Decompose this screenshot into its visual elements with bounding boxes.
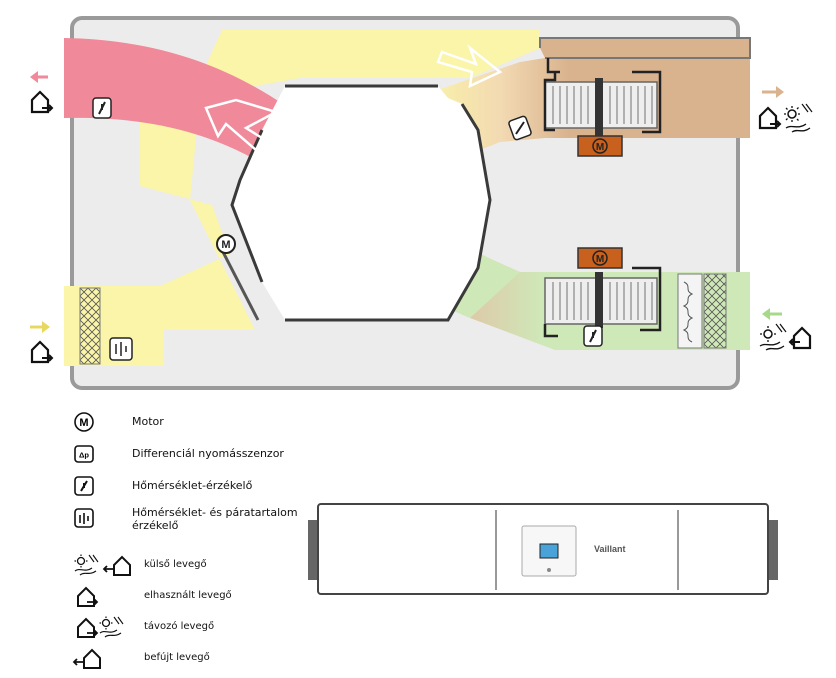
legend-item-outdoor-air: külső levegő	[72, 553, 207, 579]
device-front-view: Vaillant	[308, 503, 778, 595]
sun-wind-icon	[74, 554, 99, 576]
outdoor-filter	[703, 273, 727, 349]
heat-exchanger	[232, 86, 490, 320]
legend-label-outdoor-air: külső levegő	[144, 559, 207, 570]
extract-air-arrow-icon	[30, 71, 48, 83]
exhaust-house-icon	[758, 106, 782, 130]
sun-wind-icon	[99, 616, 124, 638]
brand-logo: Vaillant	[594, 544, 626, 554]
legend-label-temp-humidity: Hőmérséklet- és páratartalom érzékelő	[132, 506, 298, 532]
supply-air-arrow-icon	[30, 321, 50, 333]
legend-item-temperature: Hőmérséklet-érzékelő	[72, 474, 252, 500]
legend-item-pressure: Δp Differenciál nyomásszenzor	[72, 442, 284, 468]
legend-label-motor: Motor	[132, 415, 164, 428]
house-icon	[72, 646, 144, 672]
thermometer-icon	[72, 474, 132, 500]
supply-temp-humidity-sensor	[109, 337, 133, 361]
outdoor-sun-wind-icon	[759, 323, 787, 351]
svg-text:Δp: Δp	[79, 451, 89, 460]
exhaust-sun-wind-icon	[784, 103, 813, 133]
house-icon	[72, 584, 144, 610]
exhaust-motor: M	[577, 135, 623, 157]
flow-arrow-extract	[204, 98, 280, 152]
legend-label-pressure: Differenciál nyomásszenzor	[132, 447, 284, 460]
legend-item-temp-humidity: Hőmérséklet- és páratartalom érzékelő	[72, 506, 298, 532]
motor-icon: M	[72, 410, 132, 436]
differential-pressure-icon: Δp	[72, 442, 132, 468]
legend-item-motor: M Motor	[72, 410, 164, 436]
legend-label-temperature: Hőmérséklet-érzékelő	[132, 479, 253, 492]
supply-motor: M	[577, 247, 623, 269]
control-panel[interactable]	[521, 525, 577, 577]
flow-arrow-exhaust	[436, 44, 503, 89]
exhaust-air-arrow-icon	[762, 86, 784, 98]
house-icon	[102, 555, 131, 576]
legend-label-extract-air: elhasznált levegő	[144, 590, 232, 601]
legend-label-supply-air: befújt levegő	[144, 652, 210, 663]
house-icon	[77, 617, 99, 638]
bypass-motor: M	[216, 234, 236, 254]
legend-item-exhaust-air: távozó levegő	[72, 615, 214, 641]
legend-item-extract-air: elhasznált levegő	[72, 584, 232, 610]
supply-filter	[79, 287, 101, 365]
svg-text:M: M	[596, 254, 604, 265]
exhaust-temperature-sensor	[508, 115, 532, 141]
svg-text:M: M	[596, 142, 604, 153]
legend-label-exhaust-air: távozó levegő	[144, 621, 215, 632]
outdoor-house-icon	[788, 326, 812, 350]
temperature-humidity-icon	[72, 506, 132, 532]
supply-house-icon	[30, 340, 54, 364]
svg-text:M: M	[79, 417, 88, 429]
outdoor-temperature-sensor	[583, 325, 603, 347]
legend-item-supply-air: befújt levegő	[72, 646, 210, 672]
fine-filter	[677, 273, 703, 349]
outdoor-air-arrow-icon	[762, 308, 782, 320]
svg-text:M: M	[221, 239, 230, 251]
extract-temperature-sensor	[92, 97, 112, 119]
extract-air-house-icon	[30, 90, 54, 114]
